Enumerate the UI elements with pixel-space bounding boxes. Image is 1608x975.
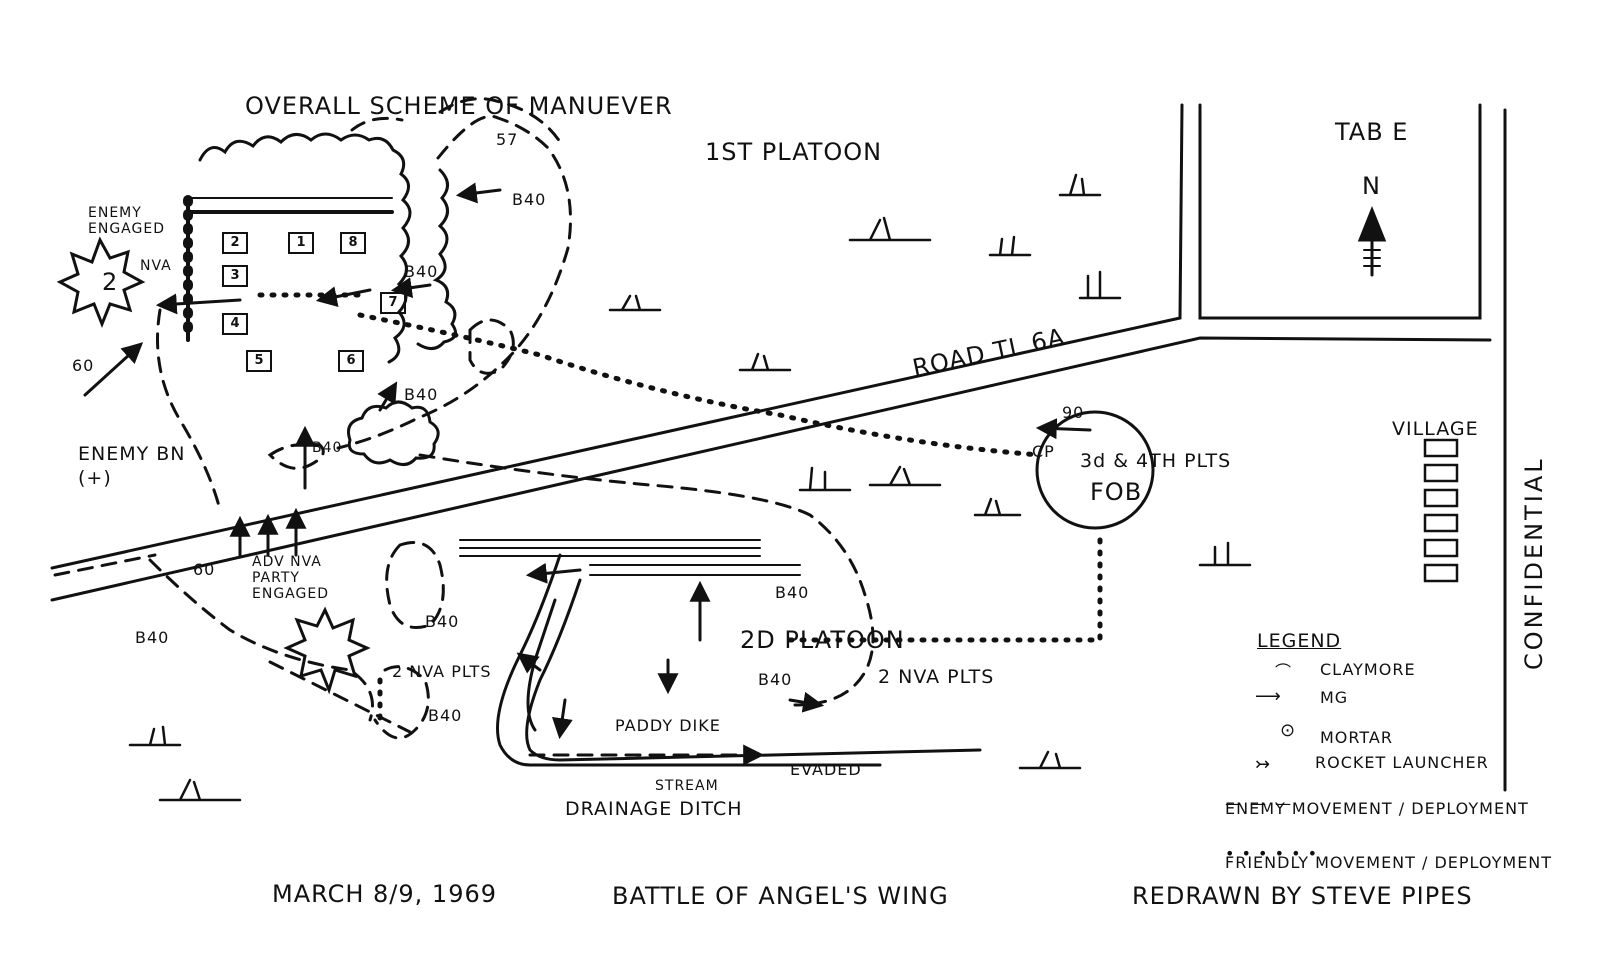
fob-label: FOB (1090, 478, 1143, 506)
legend-title: LEGEND (1257, 630, 1342, 652)
position-box: 7 (380, 292, 406, 314)
b40-bottom-label: B40 (428, 706, 463, 725)
legend-item-label: MORTAR (1320, 728, 1393, 747)
legend-item: ↣ ROCKET LAUNCHER (1225, 754, 1555, 794)
footer-credit: REDRAWN BY STEVE PIPES (1132, 882, 1473, 910)
enemy-engaged-star (56, 236, 146, 329)
position-box: 5 (246, 350, 272, 372)
drainage-ditch-label: DRAINAGE DITCH (565, 798, 743, 820)
mortar-icon: ⊙ (1280, 720, 1296, 741)
map-subtitle: 1ST PLATOON (705, 138, 883, 166)
footer-date: MARCH 8/9, 1969 (272, 880, 497, 908)
evaded-label: EVADED (790, 760, 862, 779)
position-box: 1 (288, 232, 314, 254)
plts-34-label: 3d & 4TH PLTS (1080, 450, 1232, 472)
nva-label: NVA (140, 258, 172, 274)
fob-perimeter (1035, 410, 1155, 530)
b40-pos7-label: B40 (404, 262, 439, 281)
position-box: 4 (222, 313, 248, 335)
enemy-engaged-label: ENEMY ENGAGED (88, 205, 165, 237)
b40-tree-label: B40 (312, 440, 343, 456)
north-arrow-icon (1357, 205, 1387, 277)
footer-battle: BATTLE OF ANGEL'S WING (612, 882, 949, 910)
b40-bush-label: B40 (404, 385, 439, 404)
bush-center (347, 400, 440, 466)
tab-label: TAB E (1335, 118, 1409, 146)
mortar-60-road-label: 60 (193, 560, 216, 579)
paddy-dike-label: PADDY DIKE (615, 716, 721, 735)
range-90-label: 90 (1062, 403, 1085, 422)
stream-label: STREAM (655, 778, 719, 794)
legend-item: — — — ENEMY MOVEMENT / DEPLOYMENT (1225, 794, 1555, 844)
legend-item-label: ROCKET LAUNCHER (1315, 753, 1489, 772)
village-huts (1423, 438, 1459, 583)
legend-item-label: ENEMY MOVEMENT / DEPLOYMENT (1225, 799, 1529, 818)
road-tl-6a (50, 103, 1492, 602)
cp-label: CP (1032, 442, 1055, 461)
b40-top-label: B40 (512, 190, 547, 209)
legend-item: ⊙ MORTAR (1225, 714, 1555, 754)
weapon-arrows (83, 182, 1092, 740)
drainage-ditch (459, 539, 982, 767)
platoon-2-label: 2D PLATOON (740, 626, 905, 654)
adv-party-star (283, 606, 371, 695)
adv-party-label: ADV NVA PARTY ENGAGED (252, 554, 329, 602)
map-title: OVERALL SCHEME OF MANUEVER (245, 92, 673, 120)
nva-plts-right-label: 2 NVA PLTS (878, 666, 995, 688)
legend-item-label: FRIENDLY MOVEMENT / DEPLOYMENT (1225, 853, 1553, 872)
nva-plts-left-label: 2 NVA PLTS (392, 662, 492, 681)
north-label: N (1362, 172, 1381, 200)
position-box: 2 (222, 232, 248, 254)
rocket-launcher-icon: ↣ (1255, 754, 1271, 775)
num-57-label: 57 (496, 130, 519, 149)
b40-dike-label: B40 (758, 670, 793, 689)
legend-item-label: MG (1320, 688, 1349, 707)
nva-count-label: 2 (102, 268, 119, 296)
legend-item: ⟶ MG (1225, 686, 1555, 714)
village-label: VILLAGE (1392, 418, 1479, 440)
perimeter-frame (183, 195, 394, 345)
b40-right-label: B40 (775, 583, 810, 602)
legend-item-label: CLAYMORE (1320, 660, 1416, 679)
legend-item: ⌒ CLAYMORE (1225, 658, 1555, 686)
dotted-line-icon: • • • • • • (1225, 844, 1319, 863)
position-box: 8 (340, 232, 366, 254)
grass-tufts (128, 173, 1252, 802)
dashed-line-icon: — — — (1225, 794, 1294, 813)
claymore-icon: ⌒ (1275, 662, 1292, 681)
position-box: 3 (222, 265, 248, 287)
mg-arrow-icon: ⟶ (1255, 686, 1281, 707)
position-box: 6 (338, 350, 364, 372)
legend-item: • • • • • • FRIENDLY MOVEMENT / DEPLOYME… (1225, 844, 1555, 894)
enemy-movement (53, 97, 875, 766)
mortar-60-left-label: 60 (72, 356, 95, 375)
enemy-bn-label: ENEMY BN (+) (78, 443, 186, 489)
b40-left-label: B40 (135, 628, 170, 647)
legend: LEGEND ⌒ CLAYMORE ⟶ MG ⊙ MORTAR ↣ ROCKET… (1225, 630, 1555, 894)
b40-adv-label: B40 (425, 612, 460, 631)
treeline-right (416, 168, 458, 350)
